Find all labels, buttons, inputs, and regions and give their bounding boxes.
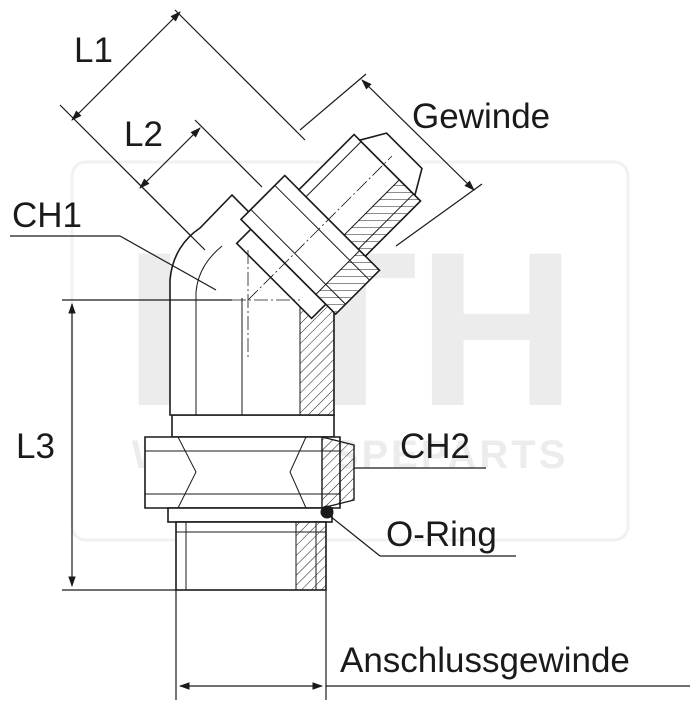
stud-section xyxy=(295,521,327,591)
dimension-anschlussgewinde: Anschlussgewinde xyxy=(175,590,690,700)
elbow-body xyxy=(169,193,335,416)
dimension-l2: L2 xyxy=(124,115,263,251)
label-ch2: CH2 xyxy=(400,427,470,466)
dimension-o-ring: O-Ring xyxy=(329,515,516,557)
lower-body xyxy=(144,414,355,591)
dimension-ch2: CH2 xyxy=(354,427,486,469)
dimension-gewinde: Gewinde xyxy=(299,73,550,247)
label-anschlussgewinde: Anschlussgewinde xyxy=(340,641,630,680)
neck xyxy=(171,414,335,438)
dimension-ch1: CH1 xyxy=(10,196,217,291)
label-gewinde: Gewinde xyxy=(412,97,550,136)
washer xyxy=(167,507,333,523)
label-o-ring: O-Ring xyxy=(386,515,497,554)
label-ch1: CH1 xyxy=(12,196,82,235)
center-lines xyxy=(210,155,393,360)
dimension-l3: L3 xyxy=(16,299,232,591)
hex-nut xyxy=(144,436,341,509)
angled-nut-section xyxy=(315,249,381,315)
label-l2: L2 xyxy=(124,115,163,154)
hex-nut-section xyxy=(321,436,355,509)
label-l3: L3 xyxy=(16,427,55,466)
o-ring xyxy=(320,505,334,519)
label-l1: L1 xyxy=(74,31,113,70)
elbow-section xyxy=(299,299,335,416)
angled-part xyxy=(235,132,423,320)
